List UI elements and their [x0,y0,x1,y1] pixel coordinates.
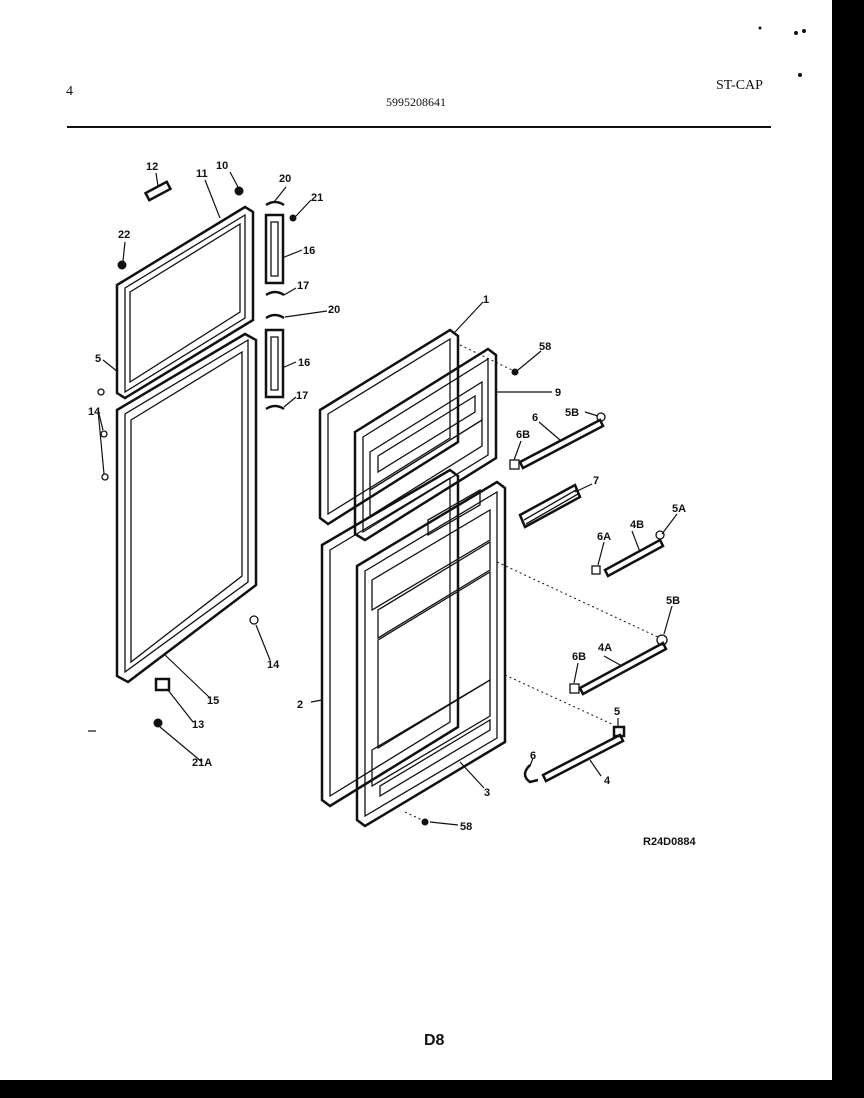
callout-5b-top: 5B [565,407,579,419]
callout-5a: 5A [672,503,686,515]
callout-15: 15 [207,695,219,707]
callout-20-mid: 20 [328,304,340,316]
callout-5-left: 5 [95,353,101,365]
callout-6b-mid: 6B [572,651,586,663]
callout-10: 10 [216,160,228,172]
scan-specks [758,26,806,77]
callout-21a: 21A [192,757,212,769]
document-number: 5995208641 [386,95,446,109]
callout-21: 21 [311,192,323,204]
dairy-door-7 [518,483,582,529]
fresh-food-door-gasket-2 [320,468,460,808]
callout-20-top: 20 [279,173,291,185]
callout-16-top: 16 [303,245,315,257]
callout-11: 11 [196,168,208,180]
callout-2: 2 [297,699,303,711]
handle-16-bottom [264,328,285,399]
callout-3: 3 [484,787,490,799]
shelf-bar-4b [603,538,665,578]
handle-16-top [264,213,285,285]
callout-12: 12 [146,161,158,173]
freezer-gasket-11 [115,205,255,400]
scan-edge-bottom [0,1080,864,1098]
shelf-bar-4 [523,733,625,784]
freezer-door-gasket-1 [318,328,460,526]
callout-58-bottom: 58 [460,821,472,833]
callout-4: 4 [604,775,611,787]
callout-7: 7 [593,475,599,487]
fresh-food-door-liner-3 [355,480,507,828]
leader-lines-right [310,301,678,826]
model-code: ST-CAP [716,78,763,93]
callout-4a: 4A [598,642,612,654]
callout-16-bottom: 16 [298,357,310,369]
callout-14-left: 14 [88,406,101,418]
dotted-projection-lines [404,344,661,821]
shelf-bar-6 [518,418,605,470]
callout-5: 5 [614,706,620,718]
callout-17-bottom: 17 [296,390,308,402]
callout-5b-mid: 5B [666,595,680,607]
callout-6b-top: 6B [516,429,530,441]
callout-58-top: 58 [539,341,551,353]
page-number: 4 [66,84,73,99]
freezer-door-liner-9 [353,347,498,542]
drawing-reference: R24D0884 [643,836,696,848]
end-caps-right [421,368,668,826]
callout-6-lower: 6 [530,750,536,762]
callout-17-top: 17 [297,280,309,292]
hardware-pieces-left [97,180,297,728]
callout-9: 9 [555,387,561,399]
leader-lines-left [88,171,328,763]
callout-4b: 4B [630,519,644,531]
callout-1: 1 [483,294,489,306]
callout-6: 6 [532,412,538,424]
shelf-bar-4a [578,641,668,696]
callout-22: 22 [118,229,130,241]
page-id: D8 [424,1032,445,1049]
callout-14-bottom: 14 [267,659,280,671]
callout-6a: 6A [597,531,611,543]
header-rule [67,126,771,128]
scan-edge-right [832,0,864,1098]
callout-13: 13 [192,719,204,731]
fresh-food-gasket-15 [115,332,258,684]
